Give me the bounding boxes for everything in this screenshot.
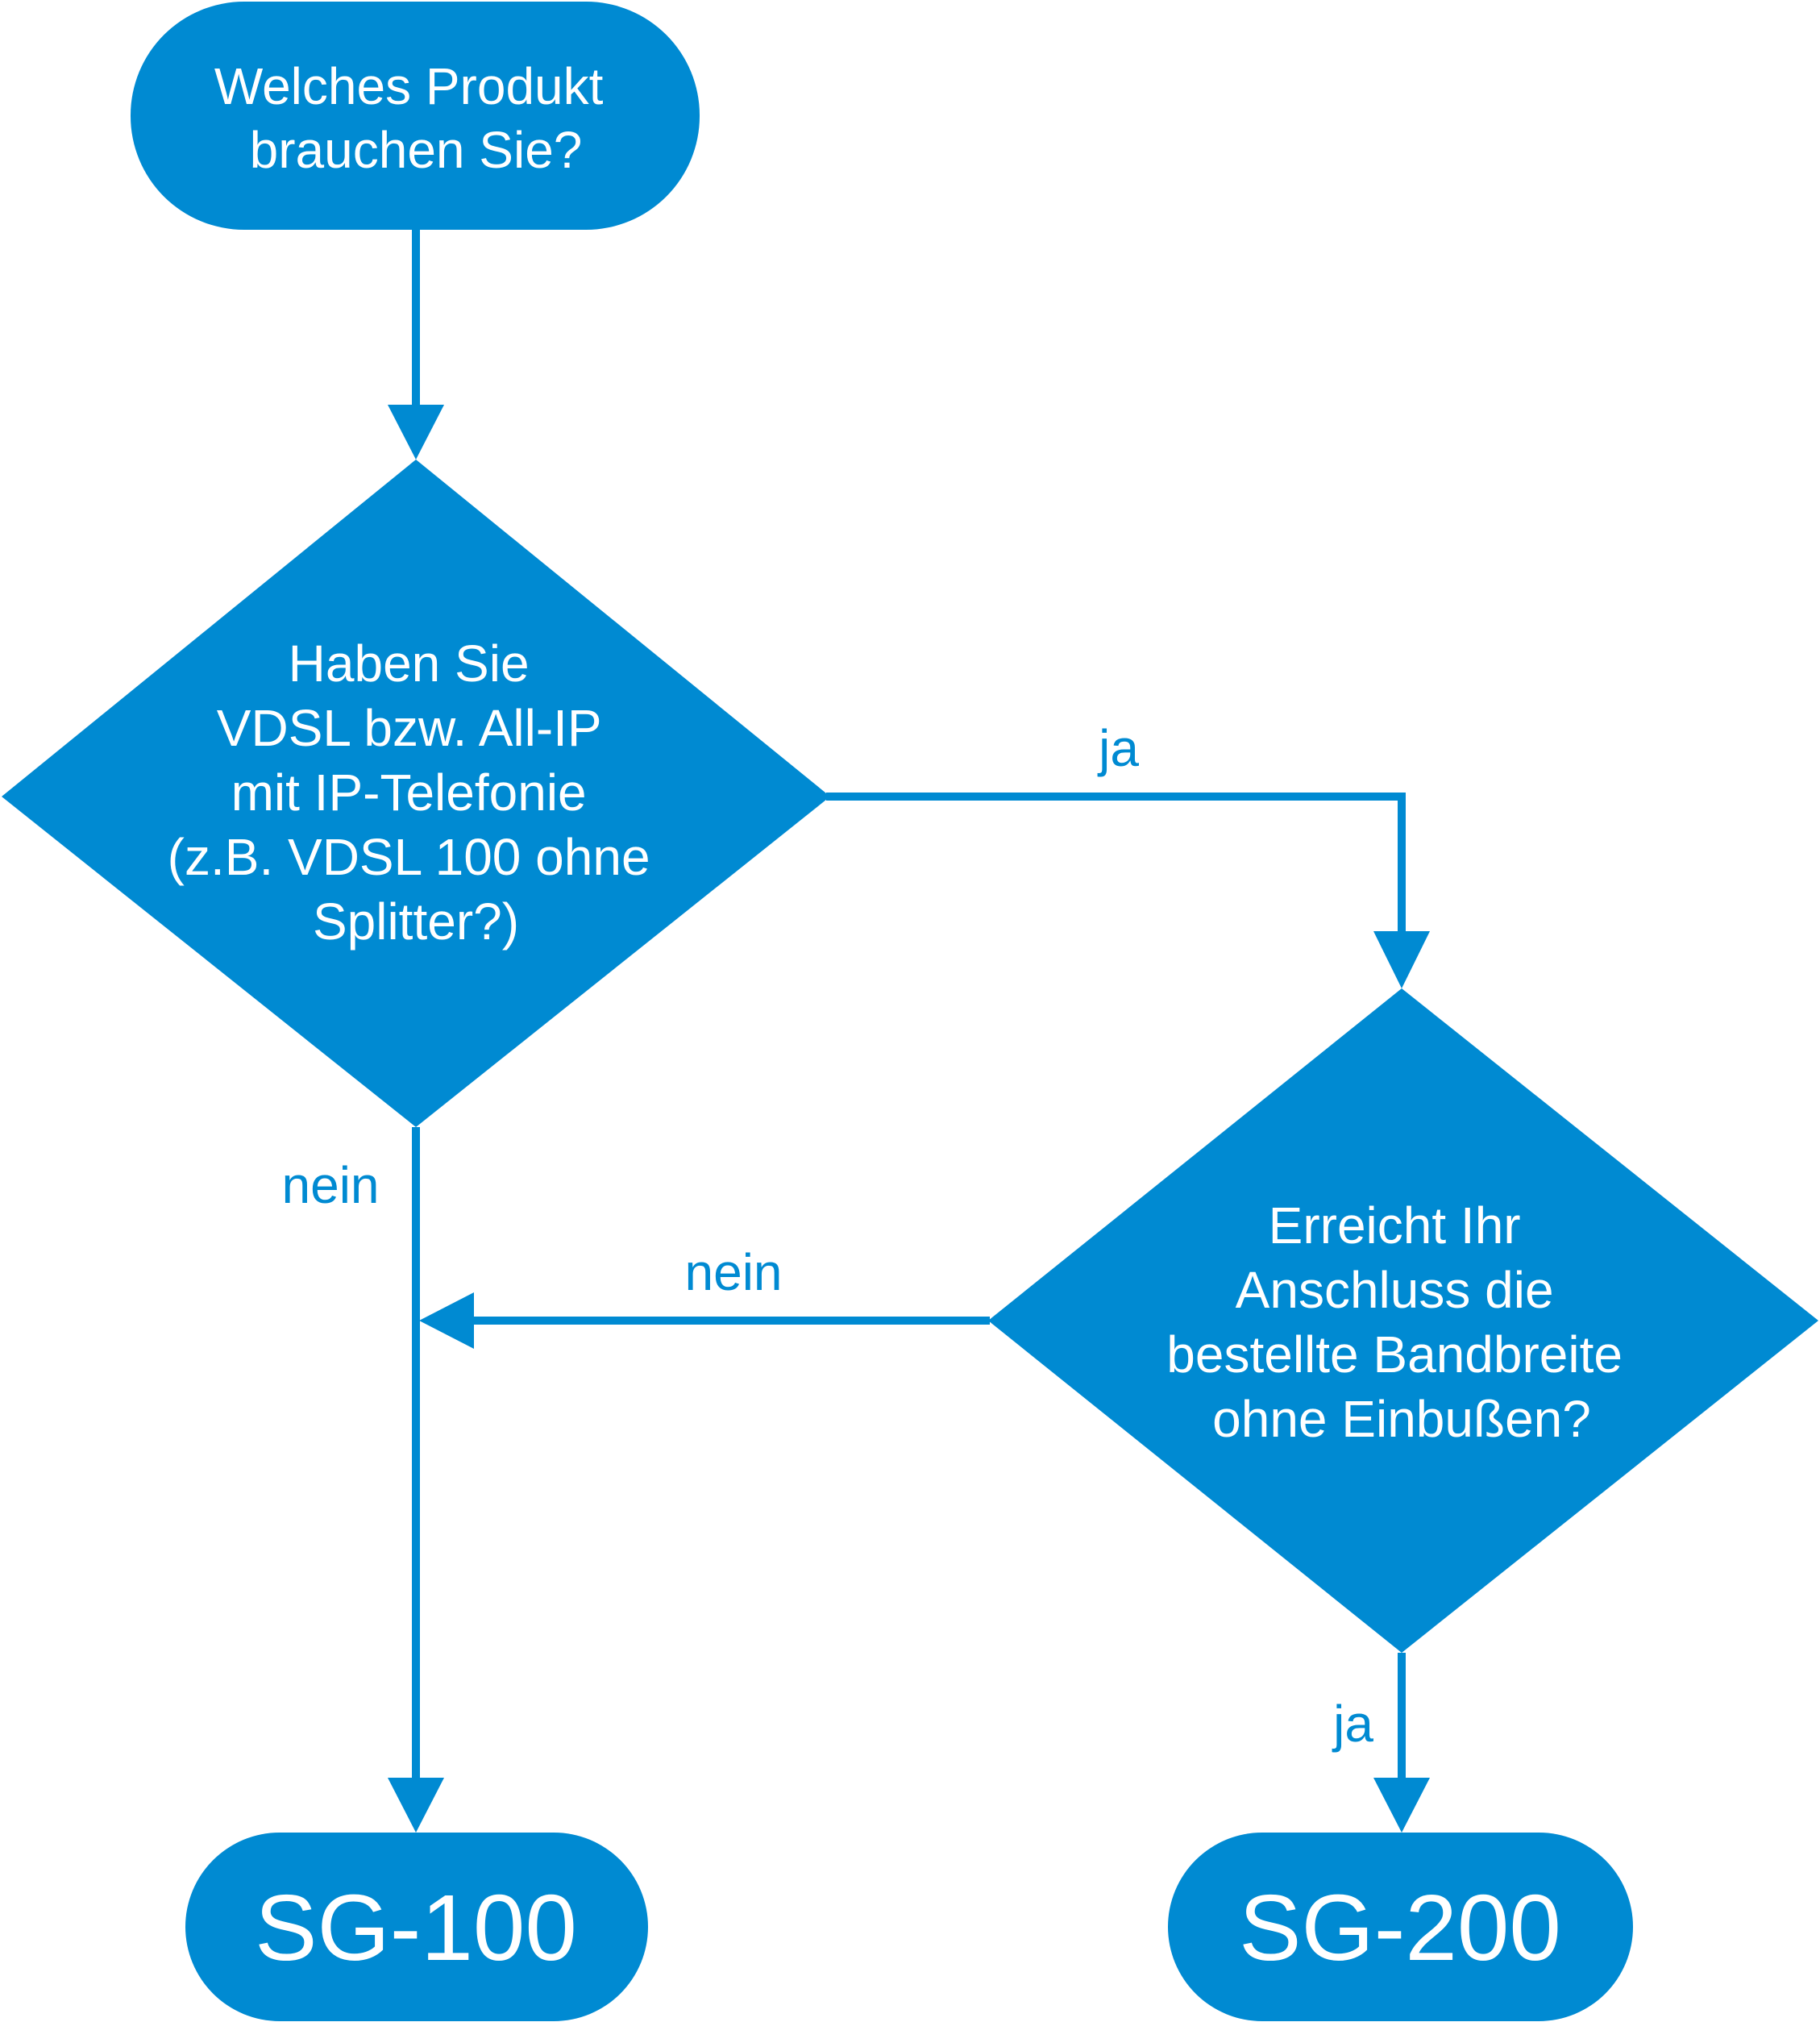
arrowhead-decision-bandwidth bbox=[1373, 931, 1430, 988]
decision-vdsl-line-2: VDSL bzw. All-IP bbox=[217, 699, 601, 757]
end-node-sg200-label: SG-200 bbox=[1239, 1875, 1561, 1980]
arrowhead-sg100 bbox=[388, 1778, 444, 1833]
decision-vdsl-line-3: mit IP-Telefonie bbox=[231, 763, 587, 822]
start-node-text: Welches Produkt brauchen Sie? bbox=[214, 57, 617, 179]
decision-vdsl-text: Haben Sie VDSL bzw. All-IP mit IP-Telefo… bbox=[168, 634, 665, 951]
edge-label-bandwidth-no: nein bbox=[685, 1243, 783, 1301]
arrowhead-sg200 bbox=[1373, 1778, 1430, 1833]
start-node-line-1: Welches Produkt bbox=[214, 57, 604, 115]
decision-bandwidth-text: Erreicht Ihr Anschluss die bestellte Ban… bbox=[1166, 1196, 1637, 1448]
edge-label-bandwidth-yes: ja bbox=[1332, 1695, 1373, 1753]
decision-bandwidth-line-3: bestellte Bandbreite bbox=[1166, 1325, 1623, 1383]
decision-bandwidth-line-2: Anschluss die bbox=[1236, 1261, 1554, 1319]
decision-bandwidth-diamond bbox=[988, 988, 1818, 1653]
arrowhead-bandwidth-no bbox=[419, 1292, 474, 1349]
end-node-sg200 bbox=[1168, 1833, 1633, 2021]
arrowhead-decision-vdsl bbox=[388, 405, 444, 460]
start-node-line-2: brauchen Sie? bbox=[250, 121, 583, 179]
decision-vdsl-line-1: Haben Sie bbox=[289, 634, 530, 693]
decision-bandwidth-line-1: Erreicht Ihr bbox=[1269, 1196, 1521, 1254]
decision-vdsl-line-4: (z.B. VDSL 100 ohne bbox=[168, 828, 650, 886]
edge-vdsl-yes-to-decision-bandwidth bbox=[826, 793, 1406, 934]
end-node-sg100 bbox=[185, 1833, 648, 2021]
end-node-sg100-label: SG-100 bbox=[255, 1875, 577, 1980]
decision-vdsl-diamond bbox=[2, 460, 830, 1127]
edge-label-vdsl-no: nein bbox=[282, 1156, 380, 1214]
edge-label-vdsl-yes: ja bbox=[1097, 719, 1139, 777]
decision-vdsl-line-5: Splitter?) bbox=[313, 892, 519, 951]
start-node bbox=[131, 2, 700, 230]
decision-bandwidth-line-4: ohne Einbußen? bbox=[1212, 1390, 1591, 1448]
